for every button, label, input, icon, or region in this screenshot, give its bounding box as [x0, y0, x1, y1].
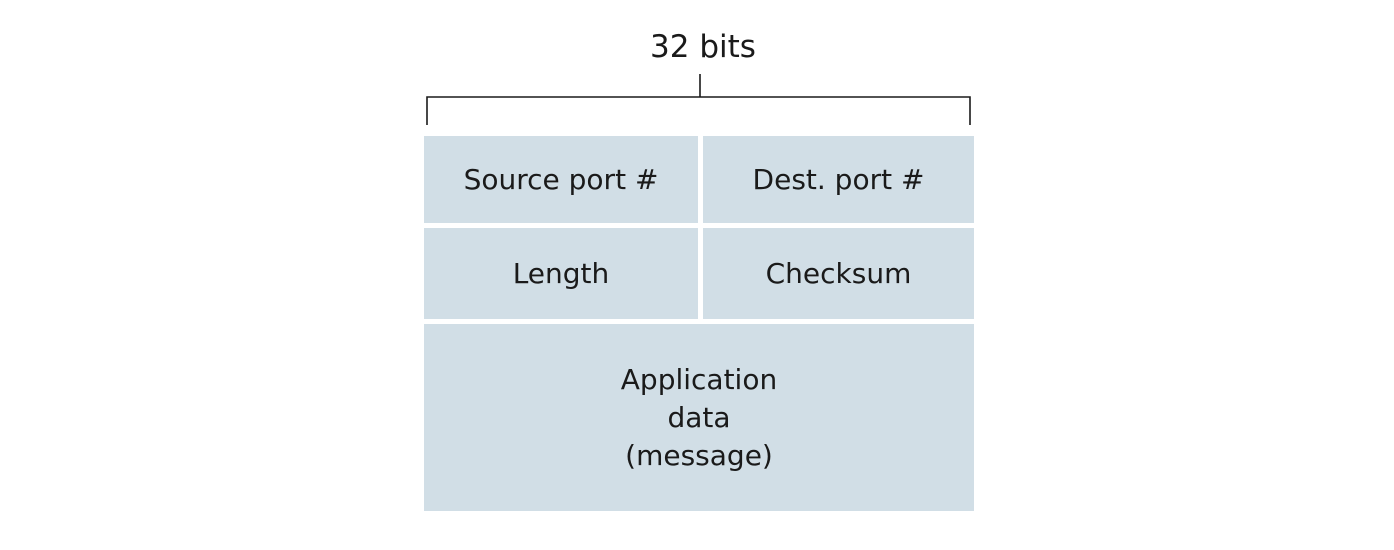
field-checksum-label: Checksum: [765, 256, 912, 290]
field-source-port: Source port #: [424, 136, 698, 223]
field-dest-port-label: Dest. port #: [752, 162, 925, 196]
field-data-line-1: Application: [620, 362, 778, 396]
field-application-data: Application data (message): [424, 324, 974, 511]
field-checksum: Checksum: [703, 228, 974, 319]
width-label: 32 bits: [650, 29, 756, 65]
field-data-line-3: (message): [625, 438, 773, 472]
field-source-port-label: Source port #: [463, 162, 659, 196]
field-length: Length: [424, 228, 698, 319]
field-dest-port: Dest. port #: [703, 136, 974, 223]
field-data-line-2: data: [667, 400, 731, 434]
field-length-label: Length: [512, 256, 610, 290]
